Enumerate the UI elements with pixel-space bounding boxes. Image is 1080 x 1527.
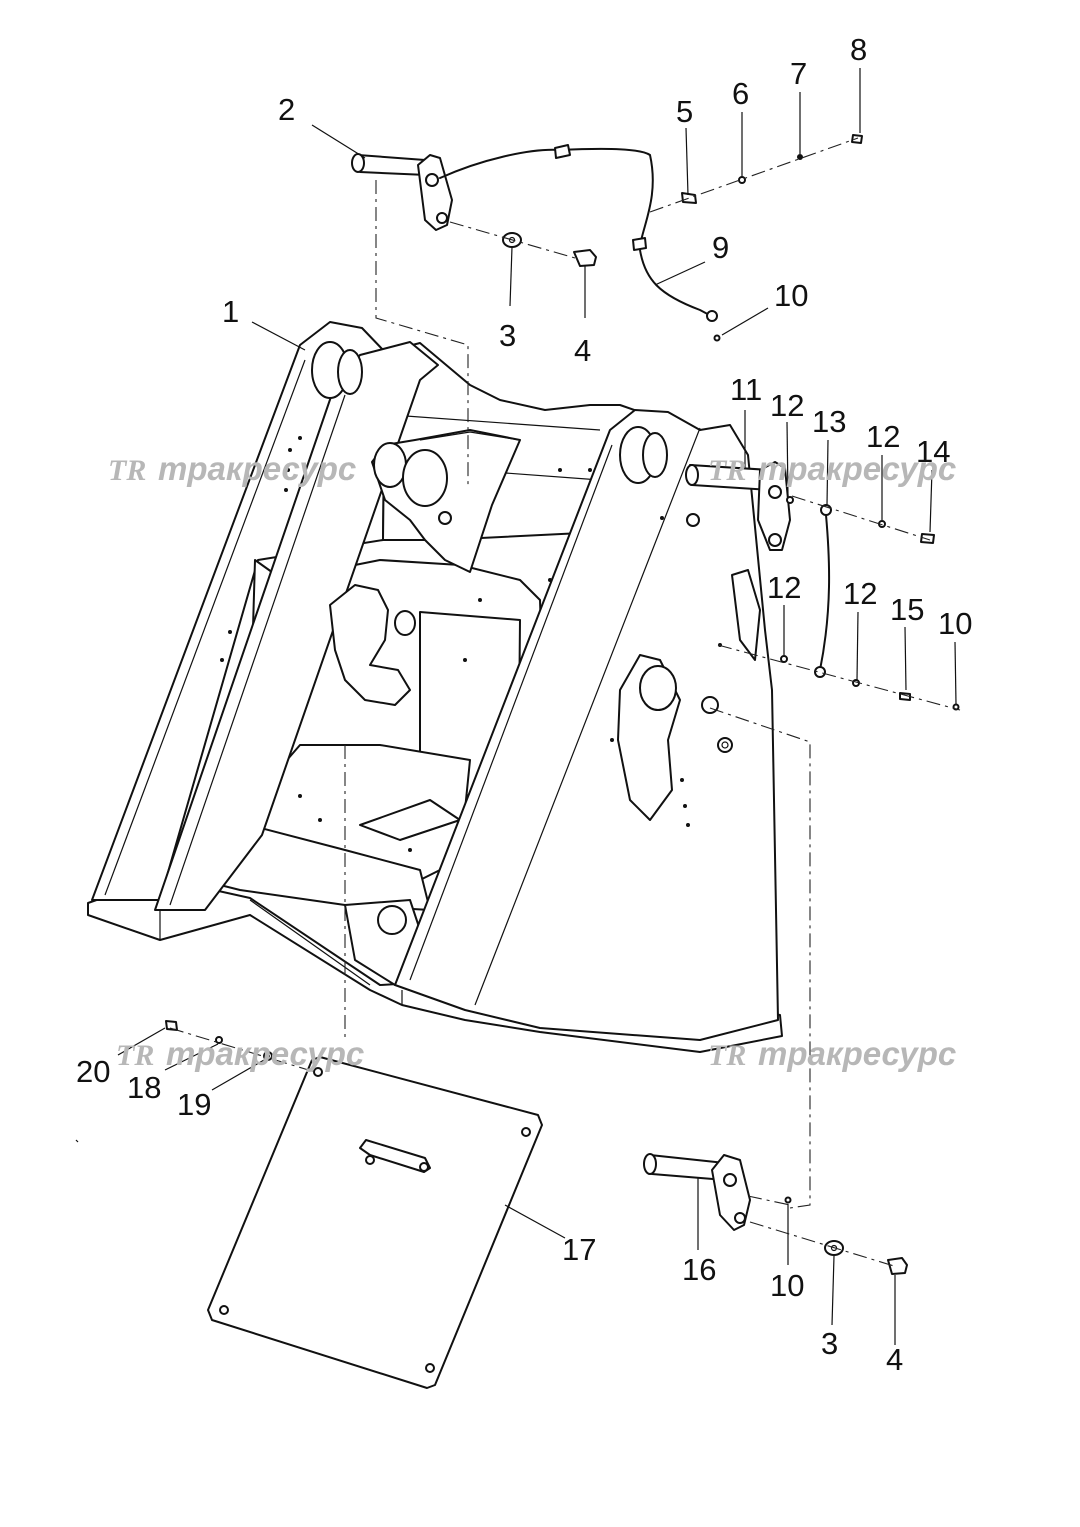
frame-holes (220, 436, 722, 852)
callout-c12b: 12 (866, 419, 900, 454)
callout-c12d: 12 (843, 576, 877, 611)
watermark-logo: TR (708, 454, 746, 487)
watermark-text: тракресурс (758, 450, 956, 487)
callout-c12a: 12 (770, 388, 804, 423)
callout-numbers: 1 2 3 4 5 6 7 8 9 10 11 12 13 12 14 12 1… (76, 32, 972, 1377)
watermark-logo: TR (108, 454, 146, 487)
callout-c13: 13 (812, 404, 846, 439)
right-upper-pin (685, 461, 960, 711)
loader-frame (87, 321, 783, 1053)
watermark-logo: TR (708, 1039, 746, 1072)
watermark-top-right: TR тракресурс (708, 450, 956, 487)
callout-c16: 16 (682, 1252, 716, 1287)
callout-c6: 6 (732, 76, 749, 111)
callout-c5: 5 (676, 94, 693, 129)
callout-c3a: 3 (499, 318, 516, 353)
callout-c10a: 10 (774, 278, 808, 313)
callout-c17: 17 (562, 1232, 596, 1267)
callout-c18: 18 (127, 1070, 161, 1105)
watermark-bottom-right: TR тракресурс (708, 1035, 956, 1072)
cable-assembly (439, 134, 863, 342)
leader-lines (117, 68, 957, 1345)
cover-plate (75, 1020, 543, 1389)
callout-c11: 11 (730, 372, 762, 407)
callout-c19: 19 (177, 1087, 211, 1122)
callout-c10c: 10 (770, 1268, 804, 1303)
callout-c20: 20 (76, 1054, 110, 1089)
callout-c12c: 12 (767, 570, 801, 605)
callout-c4b: 4 (886, 1342, 903, 1377)
callout-c2: 2 (278, 92, 295, 127)
callout-c15: 15 (890, 592, 924, 627)
callout-c14: 14 (916, 434, 950, 469)
callout-c7: 7 (790, 56, 807, 91)
upper-pin-assembly (351, 153, 597, 267)
callout-c10b: 10 (938, 606, 972, 641)
callout-c4a: 4 (574, 333, 591, 368)
callout-c9: 9 (712, 230, 729, 265)
assembly-lines (169, 137, 961, 1267)
callout-c1: 1 (222, 294, 239, 329)
callout-c8: 8 (850, 32, 867, 67)
watermark-text: тракресурс (758, 1035, 956, 1072)
callout-c3b: 3 (821, 1326, 838, 1361)
watermark-text: тракресурс (166, 1035, 364, 1072)
watermark-logo: TR (116, 1039, 154, 1072)
watermark-top-left: TR тракресурс (108, 450, 356, 487)
watermark-bottom-left: TR тракресурс (116, 1035, 364, 1072)
watermark-text: тракресурс (158, 450, 356, 487)
